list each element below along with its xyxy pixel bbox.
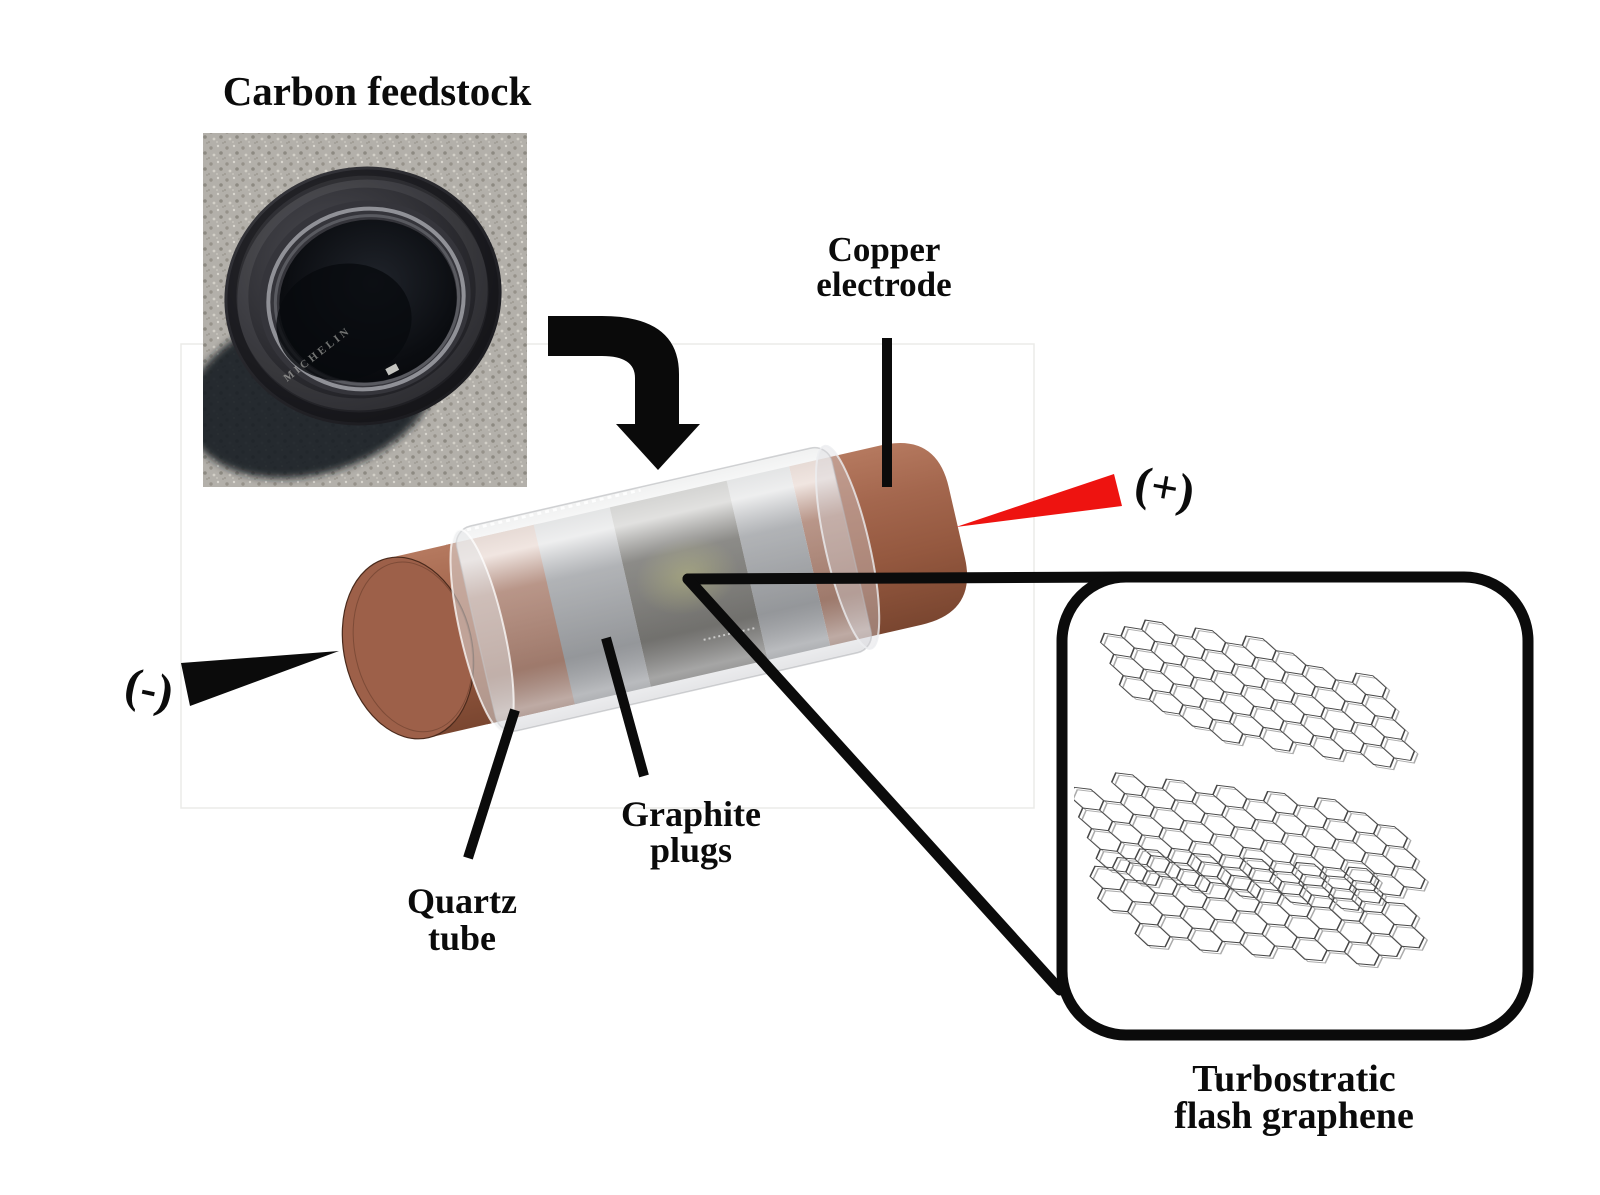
tire-photo: MICHELIN — [203, 133, 527, 487]
turbostratic-lattice — [1074, 619, 1430, 969]
quartz-tube-right-rim — [815, 444, 881, 650]
graphene-inset-box — [1056, 571, 1534, 1041]
flash-joule-apparatus — [341, 442, 968, 740]
negative-terminal-label: (-) — [120, 658, 178, 720]
zoom-callout-lines — [682, 571, 1136, 996]
quartz-tube-callout-line — [463, 708, 520, 860]
quartz-tube-label-line1: Quartz — [407, 881, 517, 921]
tube-etched-mark — [703, 627, 755, 641]
graphite-plugs-label-line1: Graphite — [621, 794, 761, 834]
copper-electrode-label-line2: electrode — [816, 265, 951, 304]
copper-electrode-label: Copper electrode — [816, 230, 951, 304]
graphite-plugs-label-line2: plugs — [650, 830, 732, 870]
turbostratic-label-line2: flash graphene — [1174, 1095, 1414, 1137]
turbostratic-label-line1: Turbostratic — [1192, 1058, 1395, 1100]
carbon-feedstock-label: Carbon feedstock — [223, 68, 532, 114]
tube-thread-marks — [466, 488, 641, 532]
quartz-tube-label-line2: tube — [428, 918, 496, 958]
turbostratic-label: Turbostratic flash graphene — [1174, 1058, 1414, 1137]
quartz-tube — [455, 446, 873, 732]
feed-arrow-icon — [548, 316, 700, 470]
positive-terminal-label: (+) — [1131, 456, 1199, 518]
negative-terminal-pointer — [181, 651, 339, 706]
positive-terminal-pointer — [956, 474, 1122, 527]
tire-icon: MICHELIN — [224, 166, 502, 426]
tire-sticker — [385, 363, 400, 376]
copper-electrode-label-line1: Copper — [828, 230, 941, 269]
quartz-tube-label: Quartz tube — [407, 881, 517, 958]
graphite-plugs-callout-line — [601, 636, 649, 778]
graphite-plugs-label: Graphite plugs — [621, 794, 761, 870]
